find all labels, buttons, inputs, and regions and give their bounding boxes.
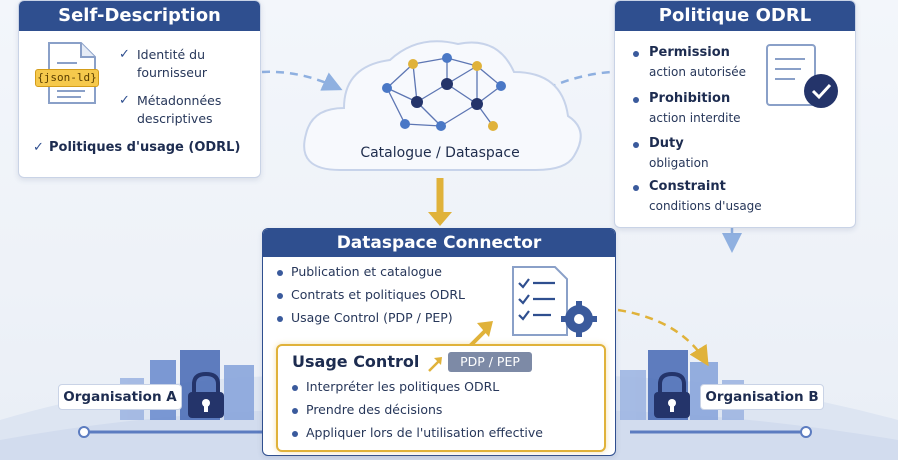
odrl-desc: conditions d'usage [649, 199, 762, 213]
odrl-panel: Politique ODRL Permission action autoris… [614, 0, 856, 228]
usage-control-item: Appliquer lors de l'utilisation effectiv… [306, 425, 543, 440]
bullet [633, 97, 639, 103]
connector-item: Publication et catalogue [291, 264, 442, 279]
odrl-desc: action autorisée [649, 65, 747, 79]
check-icon: ✓ [119, 47, 130, 62]
organisation-b-label-box: Organisation B [700, 384, 824, 410]
self-description-item: Identité du [137, 47, 206, 62]
checklist-gear-icon [512, 266, 597, 337]
policy-check-document-icon [766, 44, 838, 108]
odrl-desc: obligation [649, 156, 709, 170]
pdp-pep-badge: PDP / PEP [448, 352, 532, 372]
connector-title: Dataspace Connector [263, 229, 615, 257]
check-icon: ✓ [119, 93, 130, 108]
self-description-item: descriptives [137, 111, 213, 126]
self-description-panel: Self-Description {json-ld} ✓ Identité du… [18, 0, 261, 178]
odrl-term: Constraint [649, 179, 726, 194]
arrow-connector-to-org-b [617, 308, 709, 367]
arrow-self-description-to-catalogue [261, 70, 343, 91]
small-arrow-icon [428, 357, 442, 372]
lock-icon [188, 371, 224, 418]
usage-control-box: Usage Control PDP / PEP Interpréter les … [276, 344, 606, 452]
bullet [633, 51, 639, 57]
bullet [633, 185, 639, 191]
bullet [277, 270, 283, 276]
json-ld-tag: {json-ld} [35, 69, 99, 87]
check-icon: ✓ [33, 140, 44, 155]
organisation-b-label: Organisation B [705, 389, 819, 405]
bullet [292, 385, 298, 391]
odrl-title: Politique ODRL [615, 1, 855, 31]
network-graph-icon [382, 53, 506, 131]
usage-control-item: Interpréter les politiques ODRL [306, 379, 500, 394]
bullet [277, 316, 283, 322]
bullet [277, 293, 283, 299]
bullet [292, 431, 298, 437]
connector-item: Usage Control (PDP / PEP) [291, 310, 453, 325]
odrl-desc: action interdite [649, 111, 741, 125]
self-description-item: Métadonnées [137, 93, 222, 108]
usage-control-item: Prendre des décisions [306, 402, 443, 417]
organisation-a-label-box: Organisation A [58, 384, 182, 410]
odrl-term: Duty [649, 136, 684, 151]
odrl-term: Permission [649, 45, 730, 60]
self-description-title: Self-Description [19, 1, 260, 31]
lock-icon [654, 371, 690, 418]
odrl-term: Prohibition [649, 91, 731, 106]
organisation-a-label: Organisation A [63, 389, 177, 405]
bullet [292, 408, 298, 414]
connector-item: Contrats et politiques ODRL [291, 287, 465, 302]
self-description-item: fournisseur [137, 65, 208, 80]
catalogue-cloud [303, 40, 582, 171]
catalogue-label: Catalogue / Dataspace [360, 145, 520, 161]
usage-control-title: Usage Control [292, 352, 420, 371]
bullet [633, 142, 639, 148]
self-description-highlight: Politiques d'usage (ODRL) [49, 140, 241, 155]
